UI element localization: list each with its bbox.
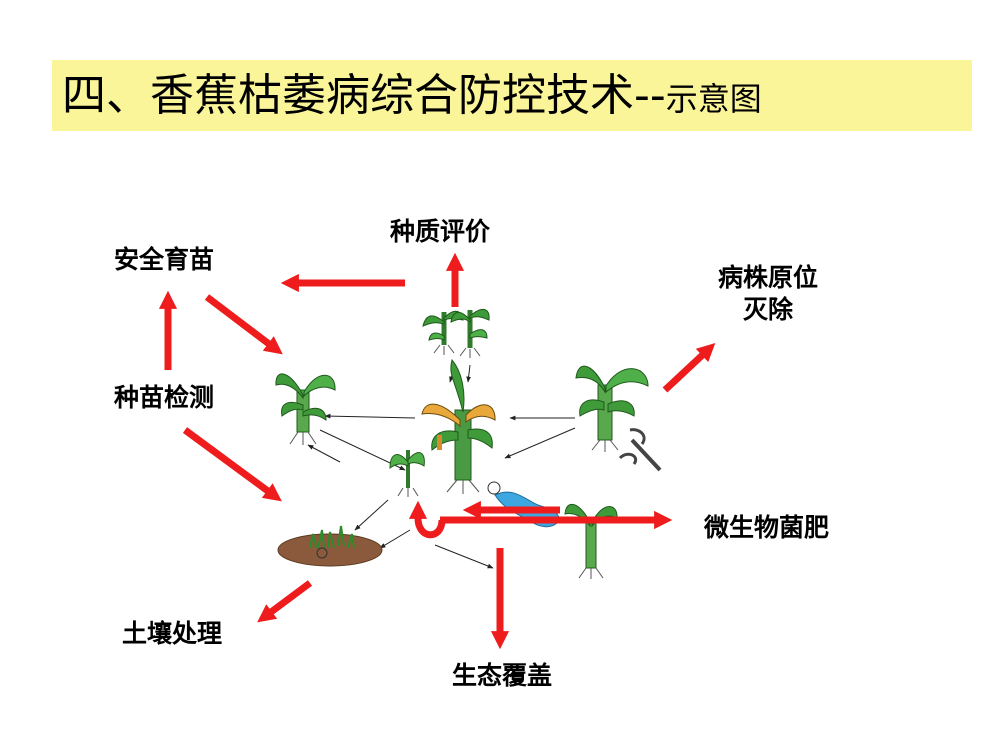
- page-title: 四、香蕉枯萎病综合防控技术--示意图: [62, 69, 762, 126]
- secondary-seedling-illustration: [389, 450, 425, 497]
- soil-pathogen-illustration: [277, 525, 383, 567]
- arrow-seedling-test-to-soil: [182, 427, 282, 502]
- label-remove-diseased: 病株原位 灭除: [706, 262, 830, 326]
- seedling-pair-illustration: [422, 308, 490, 358]
- control-arrows: [158, 252, 716, 650]
- arrow-hook-curve: [408, 500, 446, 539]
- label-quality-eval: 种质评价: [390, 217, 491, 246]
- arrow-to-remove-diseased: [662, 343, 716, 393]
- healthy-banana-left-illustration: [275, 373, 336, 445]
- label-remove-diseased-line1: 病株原位: [717, 263, 818, 292]
- diseased-banana-center-illustration: [421, 358, 496, 494]
- removed-banana-right-illustration: [575, 365, 662, 472]
- banana-bottom-right-illustration: [564, 504, 618, 579]
- label-soil-treatment: 土壤处理: [122, 619, 223, 648]
- title-main-text: 四、香蕉枯萎病综合防控技术--: [62, 70, 666, 121]
- label-remove-diseased-line2: 灭除: [742, 295, 793, 324]
- title-suffix: 示意图: [665, 80, 762, 118]
- label-microbial-fertilizer: 微生物菌肥: [704, 513, 830, 542]
- label-safe-seedling: 安全育苗: [114, 245, 215, 274]
- arrow-to-soil-treatment: [257, 580, 313, 623]
- arrow-safe-seedling-to-plant: [204, 294, 283, 355]
- title-bar: 四、香蕉枯萎病综合防控技术--示意图: [52, 60, 972, 131]
- label-ecological-mulch: 生态覆盖: [452, 661, 553, 690]
- label-seedling-test: 种苗检测: [114, 383, 215, 412]
